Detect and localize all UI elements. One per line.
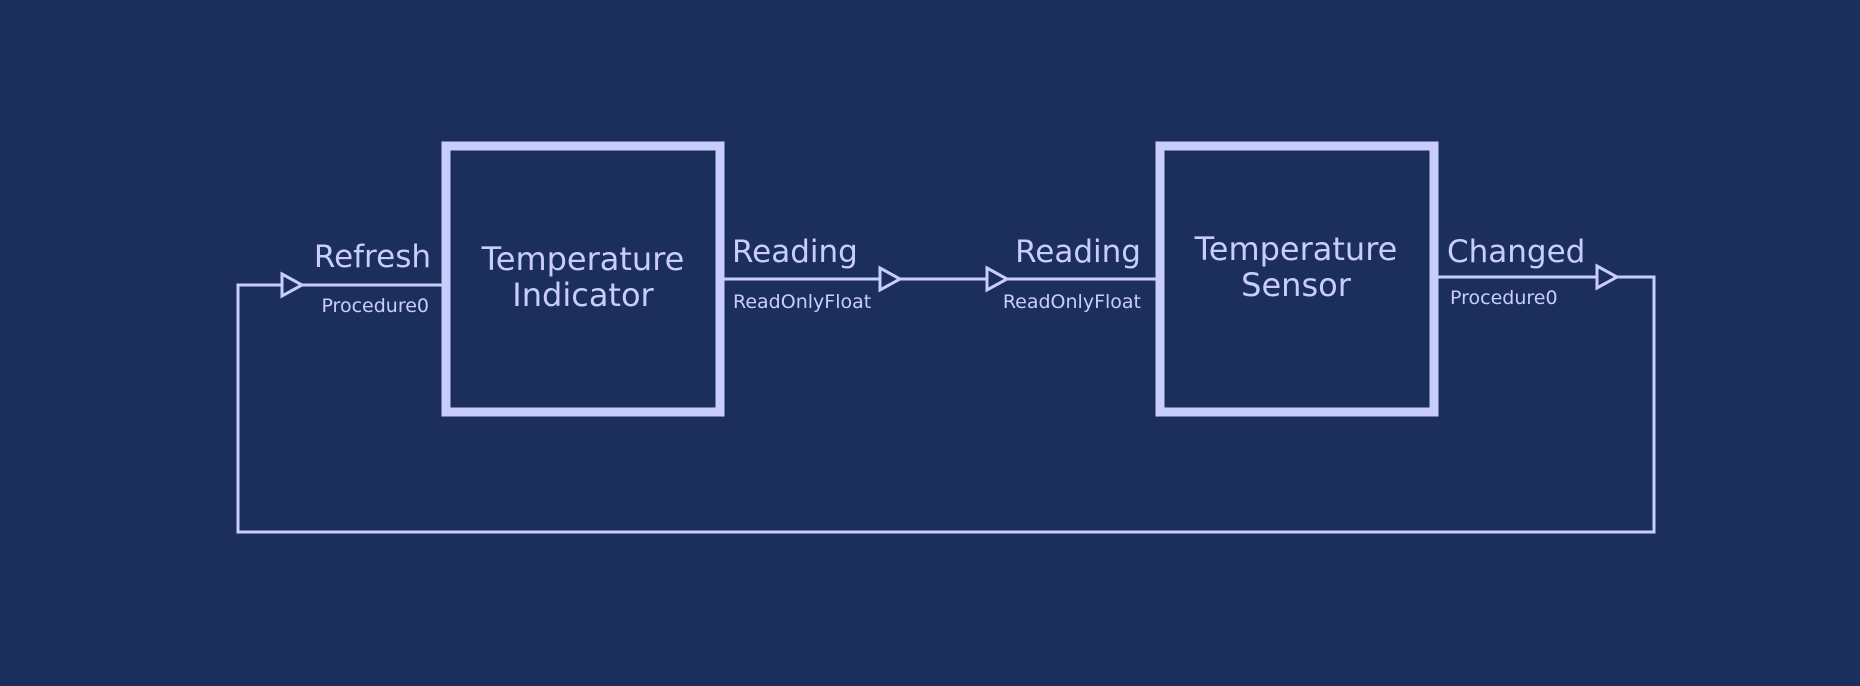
indicator-reading-port-type: ReadOnlyFloat [733, 291, 871, 313]
refresh-port-name: Refresh [314, 239, 431, 275]
indicator-title-line2: Indicator [512, 276, 654, 314]
changed-port-arrow-icon [1595, 263, 1621, 291]
sensor-reading-port-name: Reading [1015, 234, 1141, 270]
sensor-title-line1: Temperature [1194, 230, 1398, 268]
indicator-title-line1: Temperature [481, 240, 685, 278]
refresh-port-type: Procedure0 [321, 295, 429, 317]
port-sensor-reading[interactable]: Reading ReadOnlyFloat [985, 234, 1156, 313]
block-temperature-indicator[interactable]: Temperature Indicator [441, 141, 725, 417]
block-temperature-sensor[interactable]: Temperature Sensor [1155, 141, 1439, 417]
changed-port-type: Procedure0 [1450, 287, 1558, 309]
wire-changed-to-refresh [236, 275, 1656, 534]
port-sensor-changed[interactable]: Changed Procedure0 [1438, 234, 1621, 309]
sensor-reading-port-arrow-icon [985, 265, 1011, 293]
sensor-box [1155, 141, 1439, 417]
indicator-reading-port-arrow-icon [878, 265, 904, 293]
port-indicator-reading[interactable]: Reading ReadOnlyFloat [724, 234, 904, 313]
port-indicator-refresh[interactable]: Refresh Procedure0 [280, 239, 442, 317]
refresh-port-arrow-icon [280, 271, 306, 299]
changed-port-name: Changed [1447, 234, 1585, 270]
sensor-title-line2: Sensor [1241, 266, 1352, 304]
sensor-reading-port-type: ReadOnlyFloat [1003, 291, 1141, 313]
indicator-reading-port-name: Reading [732, 234, 858, 270]
indicator-box [441, 141, 725, 417]
